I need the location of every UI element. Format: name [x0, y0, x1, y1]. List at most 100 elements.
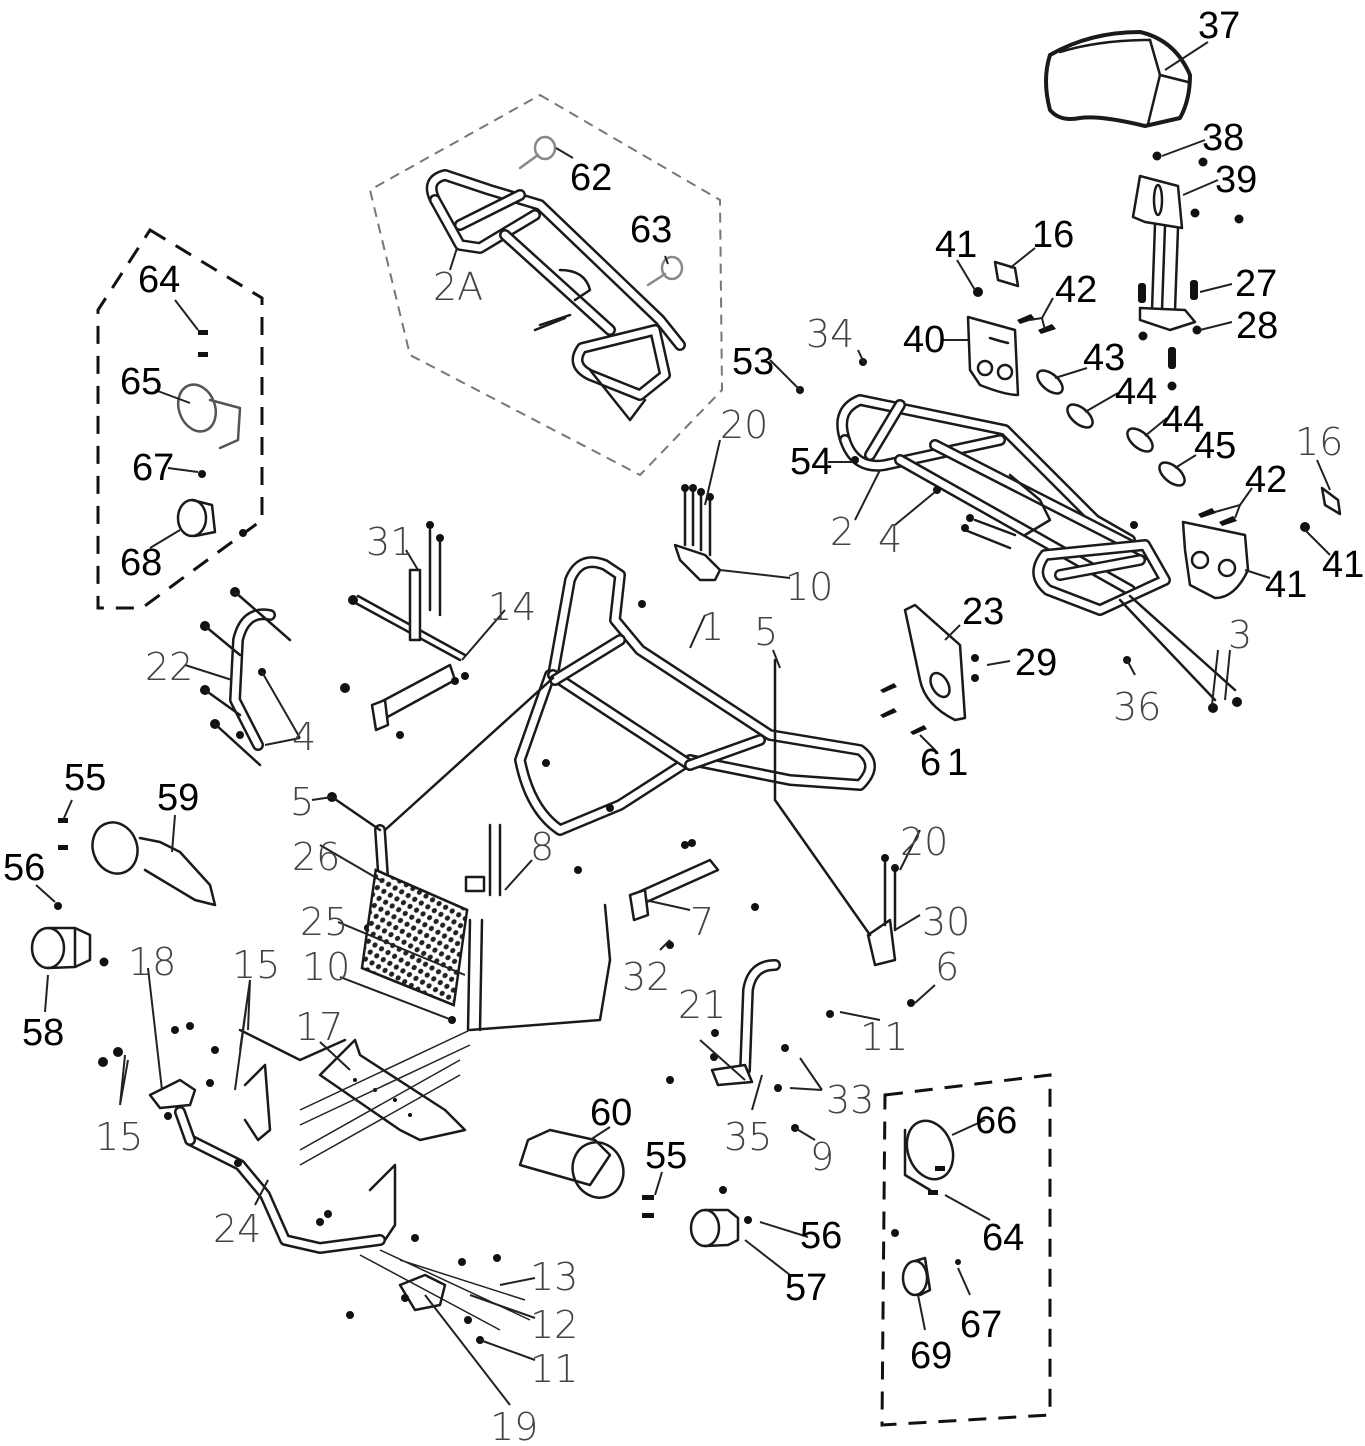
callout-11-right: 11	[860, 1015, 908, 1059]
callout-64-right: 64	[982, 1217, 1024, 1259]
option-group-box-left-headlight	[96, 227, 264, 610]
callout-labels: 37 38 39 27 28 16 41 42 40 43 44 44 45 1…	[3, 5, 1364, 1446]
callout-64-left: 64	[138, 259, 180, 301]
callout-38: 38	[1202, 117, 1244, 159]
support-26-part	[327, 676, 555, 932]
callout-66: 66	[975, 1100, 1017, 1142]
headlight-housing-59-part	[54, 818, 217, 967]
reflector-63-part	[646, 255, 684, 287]
callout-16-right: 16	[1295, 420, 1343, 464]
callout-9: 9	[810, 1135, 834, 1179]
callout-20-top: 20	[720, 403, 768, 447]
bracket-18-part	[98, 1022, 347, 1120]
callout-65: 65	[120, 361, 162, 403]
callout-53: 53	[732, 341, 774, 383]
bracket-30-part	[773, 658, 915, 1007]
callout-16-top: 16	[1032, 214, 1074, 256]
callout-26: 26	[292, 835, 340, 879]
callout-27: 27	[1235, 263, 1277, 305]
callout-41-right-bracket: 41	[1265, 564, 1307, 606]
callout-55-right: 55	[645, 1135, 687, 1177]
ring-44a-part	[1066, 403, 1094, 429]
callout-56-right: 56	[800, 1215, 842, 1257]
callout-39: 39	[1215, 159, 1257, 201]
callout-33: 33	[826, 1078, 874, 1122]
bracket-7-part	[574, 839, 759, 1084]
callout-11-bottom: 11	[530, 1347, 578, 1391]
callout-21: 21	[678, 983, 726, 1027]
callout-23: 23	[962, 591, 1004, 633]
callout-35: 35	[724, 1115, 772, 1159]
callout-68: 68	[120, 542, 162, 584]
reflector-62-part	[518, 135, 557, 170]
headlight-housing-66-part	[903, 1119, 955, 1195]
front-bumper-part	[514, 556, 876, 836]
callout-8: 8	[530, 825, 554, 869]
rear-light-bracket-right-part	[1181, 520, 1250, 600]
callout-2A: 2A	[433, 265, 483, 309]
callout-30: 30	[922, 900, 970, 944]
callout-10-left: 10	[302, 945, 350, 989]
callout-20-right: 20	[900, 820, 948, 864]
rear-rack-part	[836, 394, 1242, 713]
rear-light-bracket-left-part	[966, 315, 1020, 397]
callout-18: 18	[128, 940, 176, 984]
callout-42-right: 42	[1245, 459, 1287, 501]
rear-rack-2A-part	[425, 169, 686, 422]
option-group-box-rack-2A	[368, 93, 724, 477]
callout-15-top: 15	[232, 943, 280, 987]
bracket-23-part	[880, 603, 979, 735]
callout-6: 6	[935, 945, 959, 989]
ring-45-part	[1158, 461, 1186, 487]
callout-34: 34	[806, 312, 854, 356]
callout-24: 24	[213, 1207, 261, 1251]
callout-15-bottom: 15	[95, 1115, 143, 1159]
callout-57: 57	[785, 1267, 827, 1309]
callout-25: 25	[300, 900, 348, 944]
backrest-cushion-part	[1044, 30, 1192, 128]
callout-67-left: 67	[132, 447, 174, 489]
callout-61: 61	[920, 742, 974, 784]
callout-41-top: 41	[935, 224, 977, 266]
support-22-part	[200, 587, 292, 767]
callout-59: 59	[157, 777, 199, 819]
callout-13: 13	[530, 1255, 578, 1299]
callout-62: 62	[570, 157, 612, 199]
callout-58: 58	[22, 1012, 64, 1054]
callout-37: 37	[1198, 5, 1240, 47]
bracket-10-top-part	[673, 484, 722, 582]
callout-67-right: 67	[960, 1304, 1002, 1346]
callout-22: 22	[145, 645, 193, 689]
bracket-19-part	[316, 1210, 501, 1344]
callout-60: 60	[590, 1092, 632, 1134]
callout-29: 29	[1015, 642, 1057, 684]
callout-7: 7	[690, 900, 714, 944]
callout-3: 3	[1228, 613, 1252, 657]
callout-5-top: 5	[754, 610, 778, 654]
callout-55-left: 55	[64, 757, 106, 799]
ring-43-part	[1036, 369, 1064, 395]
callout-44-a: 44	[1115, 371, 1157, 413]
headlight-58-part	[30, 926, 92, 970]
ring-44b-part	[1126, 427, 1154, 453]
headlight-bulb-68-part	[176, 498, 217, 538]
callout-31: 31	[366, 520, 414, 564]
callout-42-top: 42	[1055, 269, 1097, 311]
reflector-left-part	[993, 260, 1020, 288]
headlight-housing-65-part	[176, 330, 247, 537]
callout-10-top: 10	[785, 565, 833, 609]
callout-41-right-nut: 41	[1322, 544, 1364, 586]
option-group-box-right-headlight	[880, 1073, 1052, 1427]
callout-14: 14	[488, 585, 536, 629]
skid-plate-17-part	[318, 1038, 467, 1142]
callout-63: 63	[630, 209, 672, 251]
leader-lines	[35, 41, 1331, 1406]
callout-43: 43	[1083, 337, 1125, 379]
callout-40: 40	[903, 319, 945, 361]
callout-44-b: 44	[1162, 399, 1204, 441]
backrest-bracket-part	[1131, 151, 1244, 391]
callout-1: 1	[700, 605, 724, 649]
reflector-right-part	[1320, 486, 1342, 516]
callout-28: 28	[1236, 305, 1278, 347]
